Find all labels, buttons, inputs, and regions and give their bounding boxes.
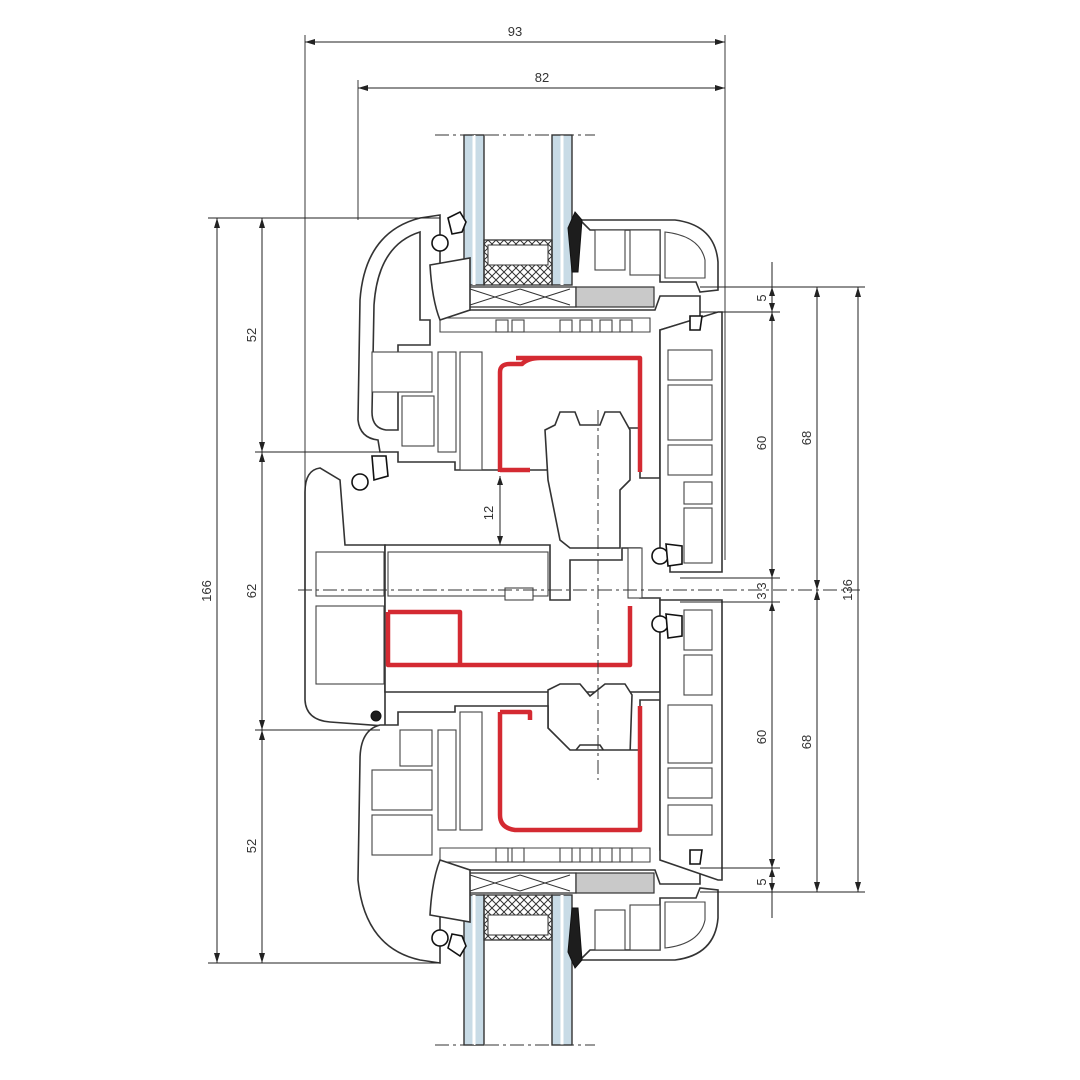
packer-top bbox=[575, 286, 655, 308]
dimension-labels: 93 82 166 52 62 52 12 5 5 60 60 3 3 68 6… bbox=[199, 24, 855, 886]
dim-12-label: 12 bbox=[481, 506, 496, 520]
chamber bbox=[439, 847, 651, 863]
steel-reinforcement-upper-sash bbox=[497, 355, 643, 472]
chamber bbox=[371, 814, 433, 856]
spacer-desiccant-top bbox=[487, 244, 549, 266]
chamber bbox=[459, 351, 483, 471]
frame-right-upper bbox=[659, 311, 723, 573]
chamber bbox=[683, 654, 713, 696]
chamber bbox=[315, 551, 385, 597]
dim-93-label: 93 bbox=[508, 24, 522, 39]
dim-5-top-label: 5 bbox=[754, 294, 769, 301]
chamber bbox=[371, 769, 433, 811]
chamber bbox=[667, 349, 713, 381]
dim-166-label: 166 bbox=[199, 580, 214, 602]
chamber bbox=[667, 444, 713, 476]
chamber bbox=[437, 729, 457, 831]
glazing-bead-lower bbox=[429, 859, 471, 923]
chamber bbox=[629, 229, 661, 276]
chamber bbox=[437, 351, 457, 453]
gasket-icon bbox=[351, 473, 369, 491]
glazing-units bbox=[435, 134, 595, 1046]
dim-136-label: 136 bbox=[840, 579, 855, 601]
chamber bbox=[504, 587, 534, 601]
dim-68-lower-label: 68 bbox=[799, 735, 814, 749]
gasket-icon bbox=[689, 849, 703, 865]
chamber bbox=[401, 395, 435, 447]
dimension-lines bbox=[208, 35, 865, 964]
chamber bbox=[683, 507, 713, 564]
gasket-icon bbox=[665, 543, 683, 567]
gasket-icon bbox=[447, 210, 467, 235]
dim-52-upper-label: 52 bbox=[244, 328, 259, 342]
mullion-connector-upper bbox=[544, 411, 631, 549]
dim-60-upper-label: 60 bbox=[754, 436, 769, 450]
dim-82-label: 82 bbox=[535, 70, 549, 85]
dim-3a-label: 3 bbox=[754, 582, 769, 589]
gasket-icon bbox=[689, 315, 703, 331]
center-mullion bbox=[304, 411, 661, 762]
gasket-icon bbox=[567, 907, 583, 969]
gasket-icon bbox=[371, 455, 389, 482]
glazing-bead-upper bbox=[429, 257, 471, 321]
dim-68-upper-label: 68 bbox=[799, 431, 814, 445]
steel-reinforcement-mullion bbox=[385, 606, 633, 668]
gasket-icon bbox=[431, 234, 449, 252]
gaskets bbox=[351, 210, 703, 969]
chamber bbox=[667, 804, 713, 836]
chamber bbox=[664, 901, 706, 949]
chamber bbox=[399, 729, 433, 767]
chamber bbox=[315, 605, 385, 685]
dim-60-lower-label: 60 bbox=[754, 730, 769, 744]
gasket-icon bbox=[651, 547, 669, 565]
chamber bbox=[459, 711, 483, 831]
chamber bbox=[629, 904, 661, 951]
chamber bbox=[667, 704, 713, 764]
spacer-desiccant-bottom bbox=[487, 914, 549, 936]
axis-lines bbox=[298, 410, 860, 780]
chamber bbox=[683, 609, 713, 651]
gasket-icon bbox=[567, 211, 583, 273]
mullion-left-wing bbox=[304, 467, 386, 727]
gasket-icon bbox=[431, 929, 449, 947]
chamber bbox=[664, 231, 706, 279]
chamber bbox=[667, 384, 713, 441]
steel-reinforcement-lower-sash bbox=[497, 706, 643, 833]
chamber bbox=[594, 909, 626, 951]
chamber bbox=[439, 317, 651, 333]
dim-5-bottom-label: 5 bbox=[754, 878, 769, 885]
gasket-icon bbox=[370, 710, 382, 722]
chamber bbox=[371, 351, 433, 393]
gasket-icon bbox=[447, 933, 467, 958]
dim-62-label: 62 bbox=[244, 584, 259, 598]
dim-3b-label: 3 bbox=[754, 592, 769, 599]
upper-frame-right bbox=[578, 219, 719, 293]
chamber bbox=[667, 767, 713, 799]
chamber bbox=[594, 229, 626, 271]
chamber bbox=[627, 547, 643, 599]
lower-sash-profile bbox=[357, 699, 701, 964]
packer-bottom bbox=[575, 872, 655, 894]
gasket-icon bbox=[665, 613, 683, 639]
chamber bbox=[683, 481, 713, 505]
frame-right-lower bbox=[578, 599, 723, 961]
dim-52-lower-label: 52 bbox=[244, 839, 259, 853]
